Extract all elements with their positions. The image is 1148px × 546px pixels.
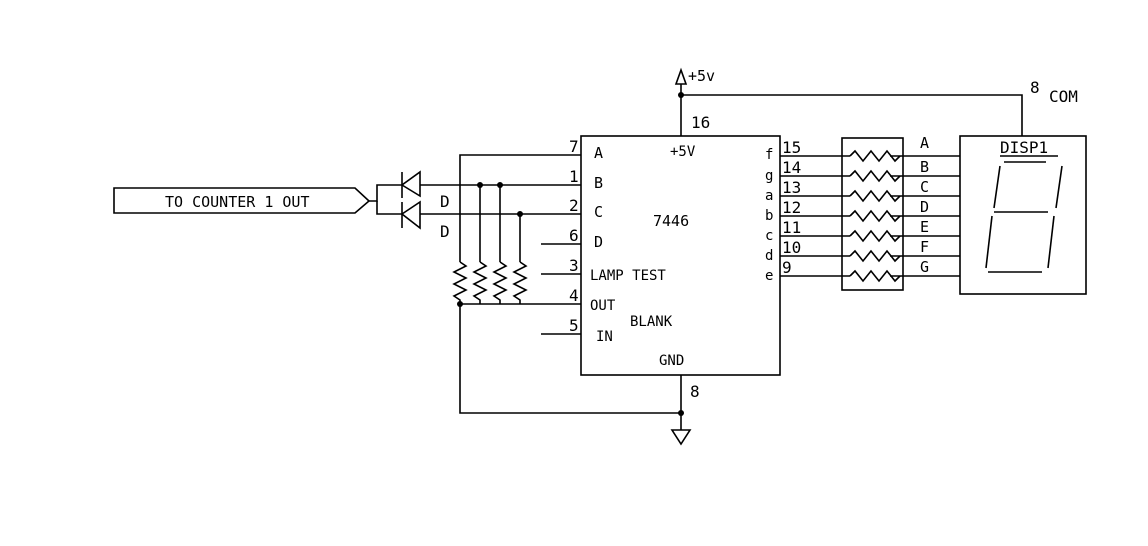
pin-name-a-out: a <box>765 188 773 204</box>
pin-name-d: D <box>594 233 603 251</box>
pin-name-b-out: b <box>765 208 773 224</box>
gnd-junction <box>678 410 684 416</box>
pin-num-7: 7 <box>569 137 579 156</box>
pin-num-14: 14 <box>782 158 801 177</box>
pin-num-2: 2 <box>569 196 579 215</box>
seven-segment-display <box>959 135 1087 295</box>
connector-label: TO COUNTER 1 OUT <box>165 193 310 211</box>
disp-input-b: B <box>920 158 929 176</box>
pin-num-3: 3 <box>569 256 579 275</box>
connector-wire-2 <box>376 201 402 215</box>
pin-name-c-out: c <box>765 228 773 244</box>
pin-name-d-out: d <box>765 248 773 264</box>
junction-c <box>517 211 523 217</box>
power-label: +5v <box>688 67 715 85</box>
junction-b1 <box>477 182 483 188</box>
pin-name-f: f <box>765 147 773 163</box>
display-name: DISP1 <box>1000 138 1048 157</box>
pin-num-12: 12 <box>782 198 801 217</box>
resistor-pack <box>841 137 904 291</box>
pin-num-13: 13 <box>782 178 801 197</box>
pin-num-4: 4 <box>569 286 579 305</box>
com-wire <box>681 94 1023 136</box>
disp-input-c: C <box>920 178 929 196</box>
resistor-2 <box>472 261 488 304</box>
diode-1 <box>400 170 421 198</box>
pin-num-6: 6 <box>569 226 579 245</box>
ic-vcc-label: +5V <box>670 144 696 160</box>
pin-name-in: IN <box>596 329 613 345</box>
gnd-pin-number: 8 <box>690 382 700 401</box>
disp-input-f: F <box>920 238 929 256</box>
com-pin-number: 8 <box>1030 78 1040 97</box>
disp-input-a: A <box>920 134 929 152</box>
pin-num-11: 11 <box>782 218 801 237</box>
power-arrow-symbol <box>674 67 688 85</box>
disp-input-e: E <box>920 218 929 236</box>
pin-name-a: A <box>594 144 603 162</box>
pin-name-b: B <box>594 174 603 192</box>
diode-2 <box>400 200 421 230</box>
pin-num-15: 15 <box>782 138 801 157</box>
ic-blank-label: BLANK <box>630 314 673 330</box>
disp-input-g: G <box>920 258 929 276</box>
output-wires <box>780 149 960 283</box>
seven-segment-glyph <box>985 161 1063 273</box>
pin-name-lamp-test: LAMP TEST <box>590 268 666 284</box>
resistor-4 <box>512 261 528 304</box>
connector-wire <box>369 184 402 202</box>
counter-connector <box>113 187 371 214</box>
pin-name-g: g <box>765 168 773 184</box>
resistor-3 <box>492 261 508 304</box>
com-label: COM <box>1049 87 1078 106</box>
disp-input-d: D <box>920 198 929 216</box>
ground-symbol <box>670 429 692 446</box>
pin-name-c: C <box>594 203 603 221</box>
junction-b2 <box>497 182 503 188</box>
resistor-1 <box>452 261 468 304</box>
diode-2-label: D <box>440 222 450 241</box>
pin-name-out: OUT <box>590 298 616 314</box>
pin-name-e-out: e <box>765 268 773 284</box>
ic-gnd-label: GND <box>659 353 684 369</box>
pin-num-5: 5 <box>569 316 579 335</box>
pin-num-10: 10 <box>782 238 801 257</box>
pin-num-1: 1 <box>569 167 579 186</box>
diode-1-label: D <box>440 192 450 211</box>
ic-name: 7446 <box>653 212 689 230</box>
ground-return-wire <box>459 304 681 414</box>
pin-num-9: 9 <box>782 258 792 277</box>
vcc-pin-number: 16 <box>691 113 710 132</box>
input-a-wire <box>459 154 581 262</box>
